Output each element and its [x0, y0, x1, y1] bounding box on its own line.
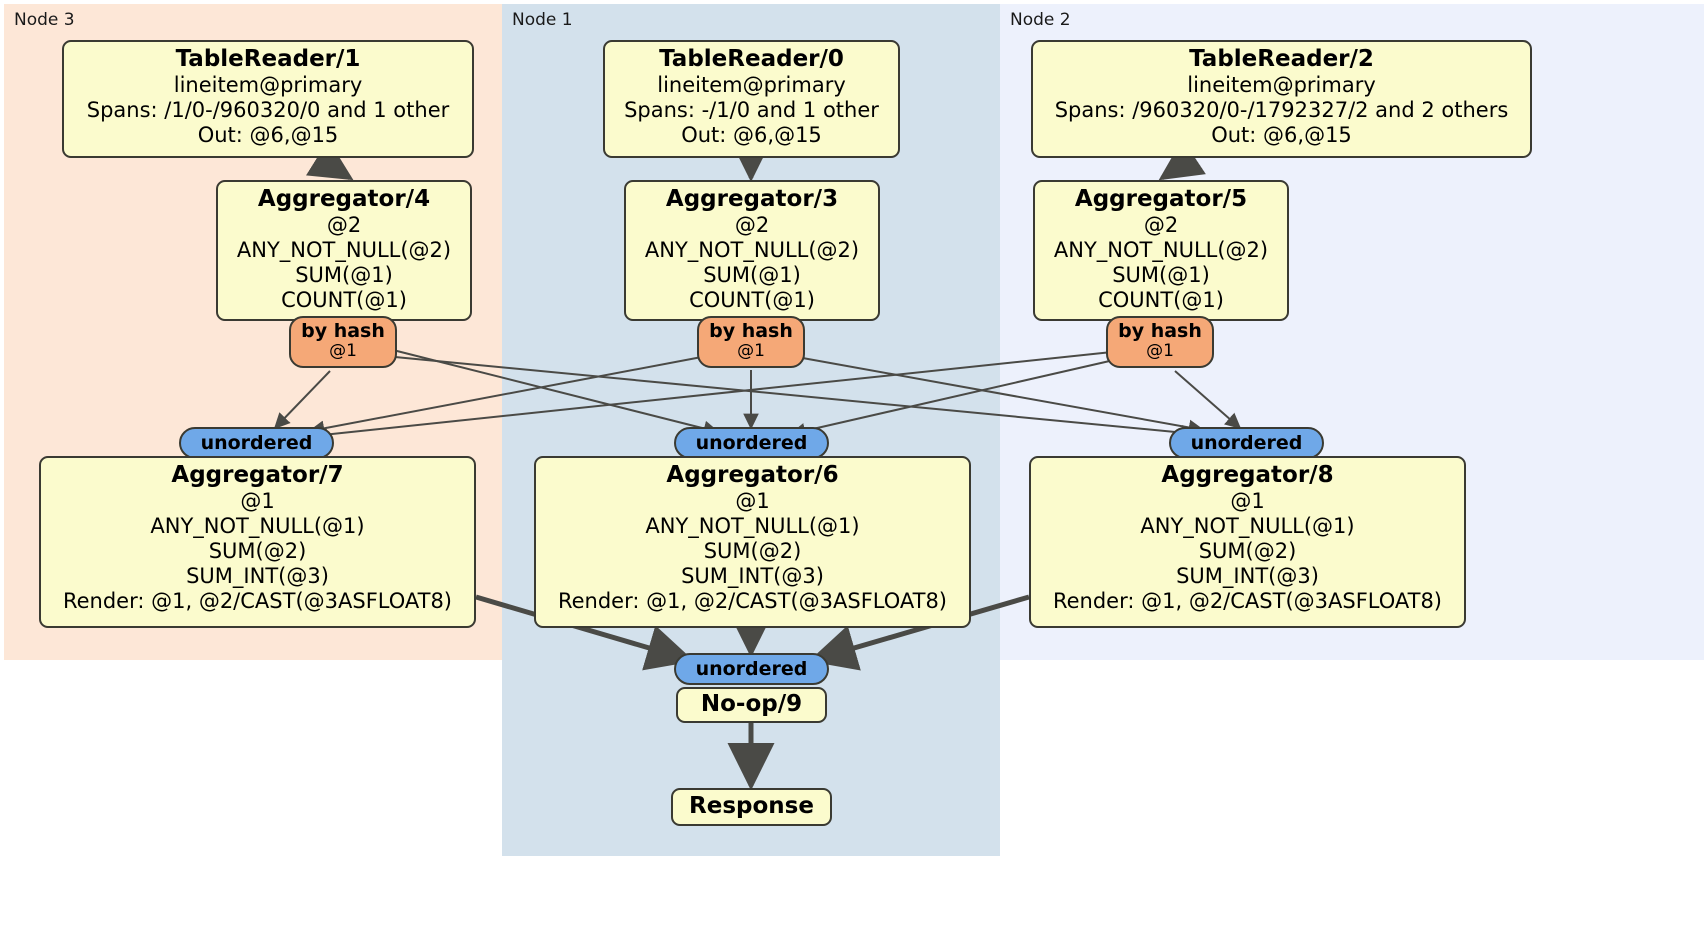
processor-agg-fn: ANY_NOT_NULL(@2)	[1053, 238, 1269, 263]
processor-title: Aggregator/5	[1074, 186, 1248, 212]
node-panel-label-node1: Node 1	[512, 10, 573, 30]
processor-aggregator-5[interactable]: Aggregator/5 @2 ANY_NOT_NULL(@2) SUM(@1)…	[1033, 180, 1289, 321]
processor-detail-out: Out: @6,@15	[1211, 123, 1352, 148]
router-by-hash-left[interactable]: by hash @1	[289, 316, 397, 368]
processor-agg-fn: SUM(@2)	[208, 539, 307, 564]
processor-title: Aggregator/4	[257, 186, 431, 212]
processor-title: Response	[689, 793, 814, 819]
processor-response[interactable]: Response	[671, 788, 832, 826]
synchronizer-unordered-center[interactable]: unordered	[674, 427, 829, 459]
node-panel-label-node3: Node 3	[14, 10, 75, 30]
processor-agg-fn: SUM_INT(@3)	[186, 564, 329, 589]
router-by-hash-center[interactable]: by hash @1	[697, 316, 805, 368]
processor-detail-table: lineitem@primary	[1187, 73, 1376, 98]
router-label: by hash	[709, 320, 793, 342]
processor-detail-spans: Spans: /960320/0-/1792327/2 and 2 others	[1054, 98, 1509, 123]
processor-agg-fn: COUNT(@1)	[689, 288, 815, 313]
processor-agg-fn: ANY_NOT_NULL(@2)	[236, 238, 452, 263]
processor-title: TableReader/0	[659, 46, 844, 72]
processor-detail-out: Out: @6,@15	[681, 123, 822, 148]
synchronizer-label: unordered	[695, 431, 808, 454]
processor-title: TableReader/2	[1189, 46, 1374, 72]
processor-agg-fn: SUM_INT(@3)	[1176, 564, 1319, 589]
processor-agg-fn: SUM(@1)	[703, 263, 801, 288]
processor-agg-fn: ANY_NOT_NULL(@2)	[644, 238, 860, 263]
processor-agg-fn: COUNT(@1)	[281, 288, 407, 313]
synchronizer-label: unordered	[200, 431, 313, 454]
processor-agg-fn: COUNT(@1)	[1098, 288, 1224, 313]
processor-noop-9[interactable]: No-op/9	[676, 687, 827, 723]
router-column: @1	[737, 340, 765, 361]
processor-title: Aggregator/8	[1161, 462, 1334, 488]
processor-detail-table: lineitem@primary	[657, 73, 846, 98]
router-by-hash-right[interactable]: by hash @1	[1106, 316, 1214, 368]
processor-aggregator-6[interactable]: Aggregator/6 @1 ANY_NOT_NULL(@1) SUM(@2)…	[534, 456, 971, 628]
processor-agg-fn: ANY_NOT_NULL(@1)	[150, 514, 365, 539]
router-label: by hash	[301, 320, 385, 342]
processor-detail-out: Out: @6,@15	[197, 123, 339, 148]
processor-agg-fn: SUM(@1)	[295, 263, 393, 288]
router-column: @1	[1146, 340, 1174, 361]
node-panel-label-node2: Node 2	[1010, 10, 1071, 30]
router-label: by hash	[1118, 320, 1202, 342]
processor-tablereader-2[interactable]: TableReader/2 lineitem@primary Spans: /9…	[1031, 40, 1532, 158]
synchronizer-unordered-right[interactable]: unordered	[1169, 427, 1324, 459]
processor-group-cols: @2	[1143, 213, 1179, 238]
processor-title: Aggregator/3	[665, 186, 839, 212]
processor-group-cols: @2	[326, 213, 362, 238]
processor-detail-spans: Spans: /1/0-/960320/0 and 1 other	[86, 98, 450, 123]
processor-agg-fn: SUM(@2)	[1198, 539, 1297, 564]
processor-render: Render: @1, @2/CAST(@3ASFLOAT8)	[62, 589, 453, 614]
router-column: @1	[329, 340, 357, 361]
processor-title: TableReader/1	[175, 46, 361, 72]
synchronizer-unordered-left[interactable]: unordered	[179, 427, 334, 459]
processor-agg-fn: SUM_INT(@3)	[681, 564, 824, 589]
processor-group-cols: @1	[1230, 489, 1265, 514]
synchronizer-label: unordered	[695, 657, 808, 680]
synchronizer-label: unordered	[1190, 431, 1303, 454]
processor-detail-spans: Spans: -/1/0 and 1 other	[624, 98, 879, 123]
synchronizer-unordered-final[interactable]: unordered	[674, 653, 829, 685]
processor-tablereader-1[interactable]: TableReader/1 lineitem@primary Spans: /1…	[62, 40, 474, 158]
processor-aggregator-7[interactable]: Aggregator/7 @1 ANY_NOT_NULL(@1) SUM(@2)…	[39, 456, 476, 628]
processor-aggregator-4[interactable]: Aggregator/4 @2 ANY_NOT_NULL(@2) SUM(@1)…	[216, 180, 472, 321]
processor-group-cols: @1	[735, 489, 770, 514]
processor-tablereader-0[interactable]: TableReader/0 lineitem@primary Spans: -/…	[603, 40, 900, 158]
processor-render: Render: @1, @2/CAST(@3ASFLOAT8)	[1052, 589, 1443, 614]
processor-agg-fn: ANY_NOT_NULL(@1)	[645, 514, 860, 539]
processor-agg-fn: ANY_NOT_NULL(@1)	[1140, 514, 1355, 539]
processor-group-cols: @1	[240, 489, 275, 514]
processor-agg-fn: SUM(@2)	[703, 539, 802, 564]
processor-agg-fn: SUM(@1)	[1112, 263, 1210, 288]
processor-aggregator-3[interactable]: Aggregator/3 @2 ANY_NOT_NULL(@2) SUM(@1)…	[624, 180, 880, 321]
processor-render: Render: @1, @2/CAST(@3ASFLOAT8)	[557, 589, 948, 614]
processor-group-cols: @2	[734, 213, 770, 238]
processor-aggregator-8[interactable]: Aggregator/8 @1 ANY_NOT_NULL(@1) SUM(@2)…	[1029, 456, 1466, 628]
processor-detail-table: lineitem@primary	[173, 73, 363, 98]
processor-title: Aggregator/6	[666, 462, 839, 488]
processor-title: Aggregator/7	[171, 462, 344, 488]
processor-title: No-op/9	[700, 691, 803, 717]
